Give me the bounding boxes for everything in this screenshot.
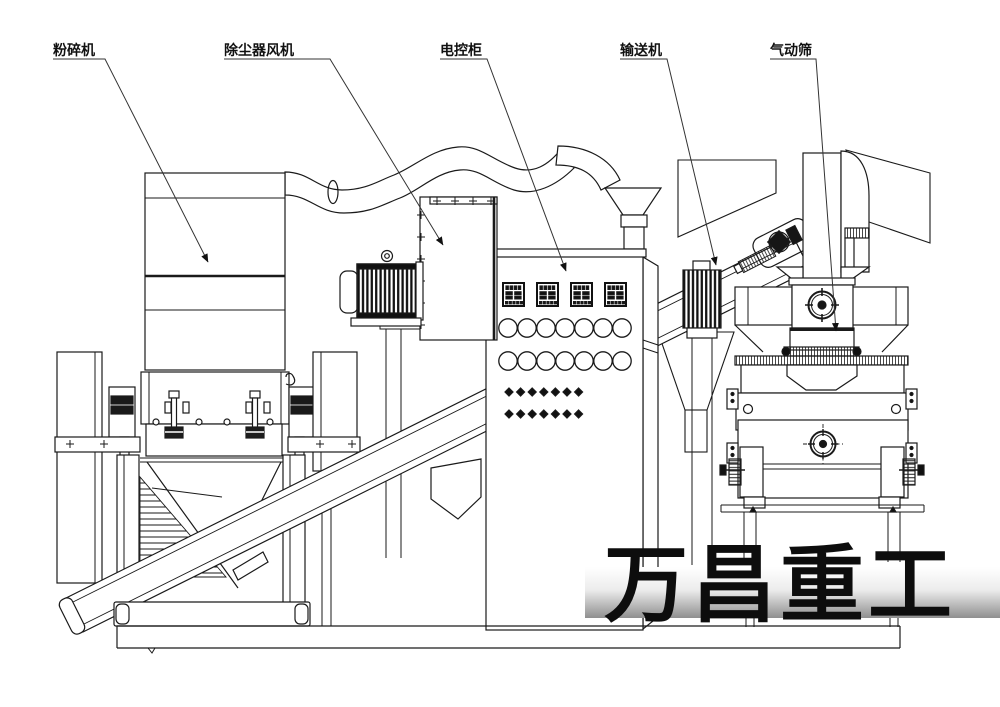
rear-chute <box>657 331 735 411</box>
leader-pneumatic-sieve <box>770 58 839 332</box>
leader-crusher <box>53 58 209 263</box>
sieve-handwheel <box>803 424 843 464</box>
crusher-base-beam <box>113 601 311 627</box>
indicator-light <box>536 318 556 338</box>
fan-motor <box>339 249 424 327</box>
indicator-light <box>555 351 575 371</box>
crusher-hopper-tower <box>144 172 286 371</box>
indicator-light <box>555 318 575 338</box>
control-cabinet <box>483 248 659 631</box>
leader-dust-collector-fan <box>224 58 444 246</box>
cabinet-front <box>485 249 644 631</box>
label-crusher: 粉碎机 <box>53 42 95 59</box>
label-pneumatic-sieve: 气动筛 <box>769 42 812 59</box>
indicator-light <box>612 351 632 371</box>
duct-elbow <box>555 145 621 191</box>
tensioner-bolt <box>245 390 271 439</box>
wavy-duct-pipe <box>284 146 575 214</box>
diamond-button <box>562 409 572 419</box>
pneumatic-sieve <box>719 150 925 627</box>
indicator-light <box>574 351 594 371</box>
indicator-light <box>498 351 518 371</box>
leader-control-cabinet <box>440 58 567 272</box>
diamond-button <box>527 387 538 397</box>
head-drive <box>732 218 814 275</box>
diamond-button <box>515 409 526 419</box>
watermark-text: 万昌重工 <box>604 536 957 634</box>
indicator-light <box>612 318 632 338</box>
crusher-body <box>140 371 290 425</box>
dust-collector-box <box>417 196 498 341</box>
diamond-button <box>562 387 572 397</box>
diamond-button <box>573 387 584 397</box>
watermark-band <box>585 567 1000 618</box>
diamond-button <box>550 387 561 397</box>
diamond-button <box>538 387 549 397</box>
conveyor-upper-frame-panel <box>677 159 777 238</box>
base-frame <box>113 601 901 654</box>
diamond-button <box>573 409 584 419</box>
callout-labels: 粉碎机 除尘器风机 电控柜 输送机 气动筛 <box>53 42 839 332</box>
sieve-riser-duct <box>802 152 842 282</box>
conveyor-drive-motor <box>682 260 722 565</box>
diamond-button <box>504 387 514 397</box>
indicator-light <box>593 351 613 371</box>
indicator-light <box>517 351 537 371</box>
blower-handwheel <box>805 288 839 322</box>
diamond-button <box>527 409 538 419</box>
lifting-eye <box>380 249 394 263</box>
floor-platform <box>116 625 901 649</box>
label-conveyor: 输送机 <box>620 42 662 59</box>
diamond-button <box>550 409 561 419</box>
cyclone-funnel <box>603 187 663 216</box>
tail-pulley <box>58 597 86 635</box>
indicator-light <box>593 318 613 338</box>
indicator-light <box>536 351 556 371</box>
indicator-light <box>574 318 594 338</box>
diamond-button <box>538 409 549 419</box>
dust-duct <box>284 145 663 250</box>
cabinet-panel-widgets <box>498 282 632 419</box>
label-control-cabinet: 电控柜 <box>440 42 482 59</box>
indicator-light <box>498 318 518 338</box>
indicator-light <box>517 318 537 338</box>
tensioner-bolt <box>164 390 190 439</box>
belt-discharge-hopper <box>430 458 482 520</box>
label-dust-collector-fan: 除尘器风机 <box>224 42 294 59</box>
leader-conveyor <box>620 58 718 266</box>
diamond-button <box>504 409 514 419</box>
diamond-button <box>515 387 526 397</box>
crusher-side-panel-right <box>312 351 358 472</box>
